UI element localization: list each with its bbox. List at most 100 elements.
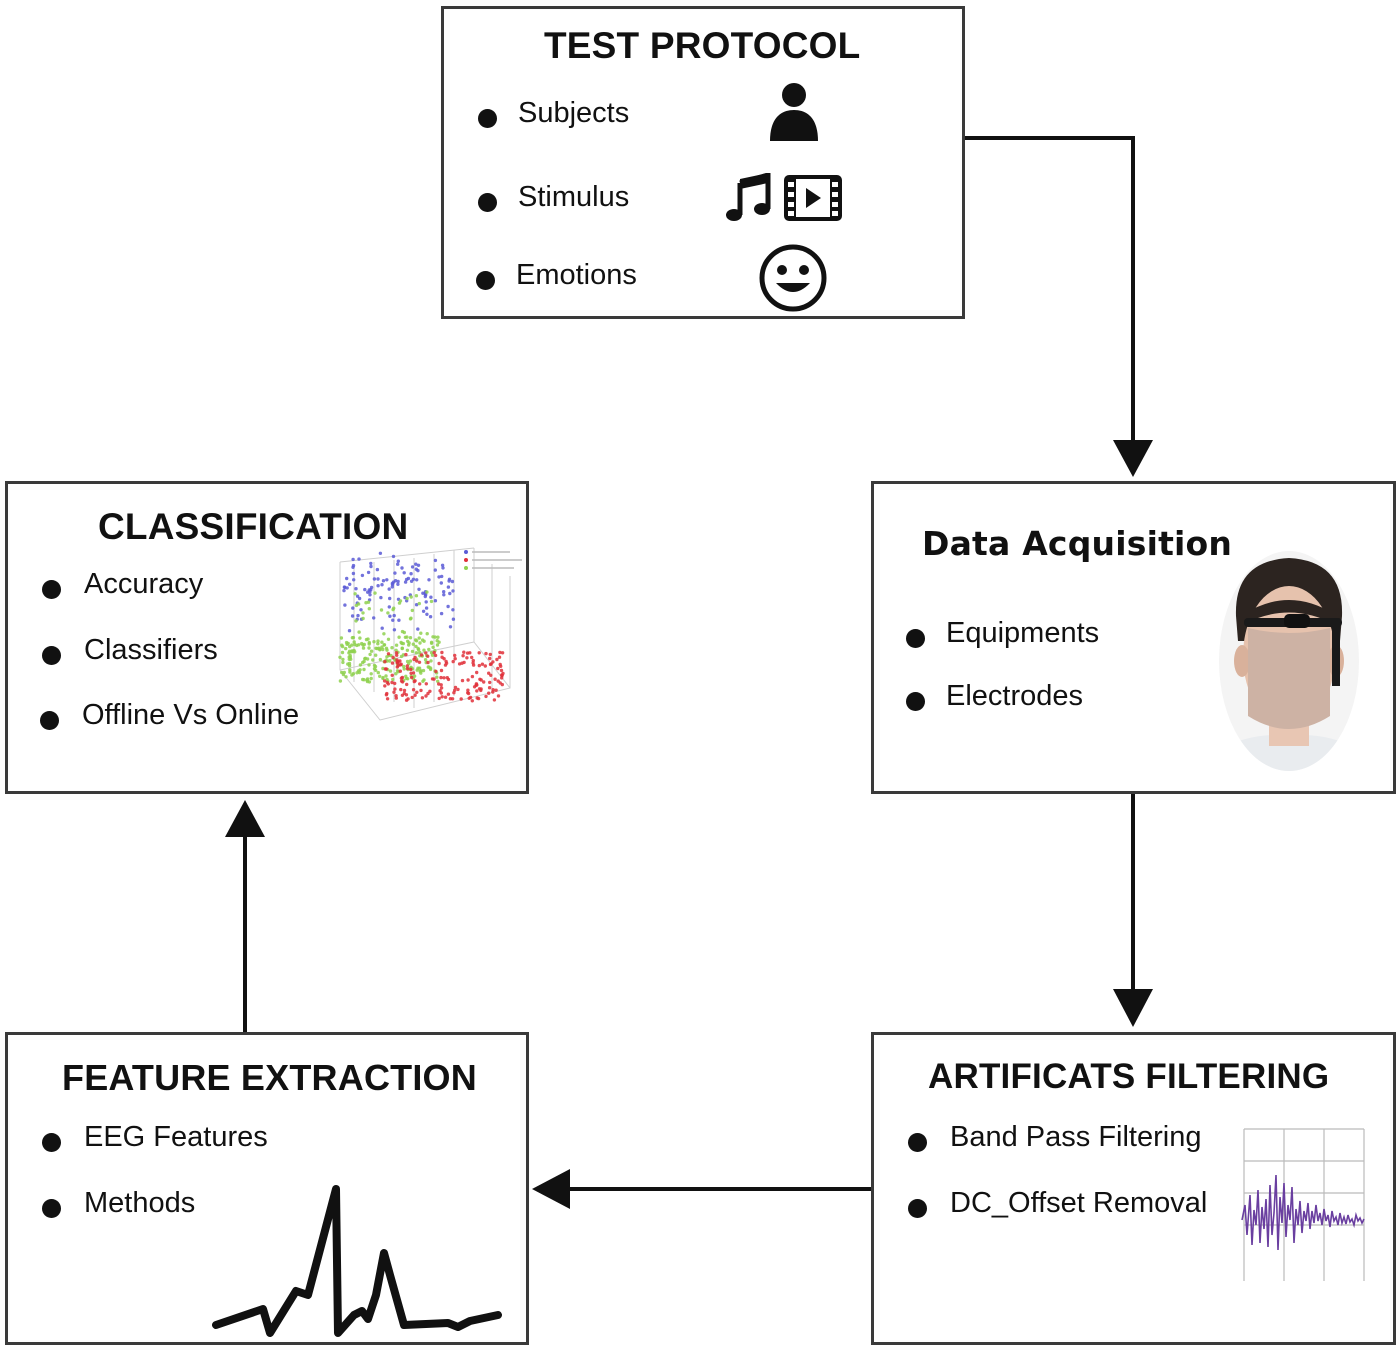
- scatter-point: [495, 657, 499, 662]
- arrowhead-down-1: [1113, 440, 1153, 477]
- scatter-point: [348, 582, 352, 586]
- scatter-point: [392, 690, 396, 694]
- item-emotions: Emotions: [516, 259, 637, 291]
- scatter-point: [390, 585, 394, 589]
- scatter-point: [341, 660, 345, 665]
- scatter-point: [439, 668, 444, 673]
- scatter-point: [376, 584, 380, 588]
- scatter-point: [477, 663, 481, 668]
- scatter-point: [406, 697, 410, 701]
- scatter-point: [361, 677, 365, 682]
- scatter-point: [414, 651, 419, 655]
- scatter-point: [471, 658, 475, 663]
- bullet: [42, 580, 61, 599]
- scatter-point: [440, 574, 444, 579]
- scatter-point: [380, 583, 384, 587]
- scatter-point: [420, 696, 425, 700]
- scatter-point: [402, 667, 406, 671]
- scatter-point: [381, 676, 385, 681]
- scatter-point: [417, 587, 421, 591]
- scatter-point: [437, 696, 441, 701]
- scatter-point: [338, 655, 342, 659]
- scatter-point: [386, 682, 390, 686]
- scatter-point: [341, 657, 345, 662]
- scatter-point: [451, 608, 455, 612]
- scatter-point: [422, 648, 426, 652]
- scatter-point: [499, 668, 504, 673]
- scatter-point: [429, 595, 433, 599]
- bullet: [908, 1133, 927, 1152]
- scatter-point: [498, 662, 502, 667]
- scatter-point: [433, 568, 437, 572]
- data-acquisition-title: Data Acquisition: [922, 524, 1233, 563]
- scatter-point: [355, 594, 360, 598]
- scatter-point: [357, 630, 361, 634]
- scatter-point: [352, 640, 356, 644]
- scatter-point: [390, 680, 394, 685]
- scatter-point: [386, 611, 390, 615]
- scatter-point: [451, 659, 455, 664]
- scatter-point: [435, 643, 440, 647]
- scatter-point: [363, 587, 367, 592]
- scatter-point: [358, 663, 363, 667]
- scatter-point: [422, 678, 426, 682]
- scatter-point: [388, 614, 392, 618]
- scatter-point: [357, 557, 361, 561]
- eeg-headset-photo: [1219, 551, 1359, 771]
- scatter-point: [470, 655, 474, 660]
- scatter-point: [436, 635, 440, 639]
- scatter-point: [369, 564, 373, 569]
- film-icon: [784, 175, 842, 221]
- scatter-point: [475, 670, 479, 675]
- scatter-point: [411, 671, 416, 675]
- scatter-point: [396, 582, 400, 586]
- data-acquisition-box: Data Acquisition Equipments Electrodes: [871, 481, 1396, 794]
- scatter-point: [417, 666, 422, 670]
- scatter-point: [418, 650, 422, 655]
- scatter-point: [381, 579, 386, 583]
- scatter-point: [427, 647, 431, 652]
- scatter-point: [366, 637, 370, 641]
- scatter-point: [500, 651, 505, 655]
- scatter-point: [360, 573, 365, 578]
- item-classifiers: Classifiers: [84, 634, 218, 666]
- scatter-point: [453, 688, 457, 692]
- scatter-point: [440, 695, 444, 699]
- scatter-point: [466, 678, 470, 682]
- scatter-point: [496, 694, 501, 698]
- scatter-point: [384, 674, 388, 678]
- scatter-point: [351, 571, 356, 576]
- bullet: [42, 1199, 61, 1218]
- scatter-point: [414, 644, 418, 649]
- scatter-point: [365, 657, 370, 661]
- scatter-point: [341, 672, 346, 677]
- scatter-point: [421, 591, 425, 595]
- scatter-point: [416, 563, 421, 567]
- arrow-protocol-to-acquisition: [964, 136, 1135, 442]
- scatter-point: [413, 679, 417, 683]
- scatter-point: [344, 646, 348, 651]
- scatter-point: [426, 691, 430, 696]
- scatter-point: [482, 680, 486, 684]
- scatter-point: [425, 590, 429, 594]
- classification-box: CLASSIFICATION Accuracy Classifiers Offl…: [5, 481, 529, 794]
- bullet: [478, 109, 497, 128]
- scatter-point: [406, 677, 410, 681]
- scatter-point: [376, 639, 380, 643]
- scatter-point: [436, 679, 440, 683]
- scatter-point: [450, 579, 455, 584]
- scatter-point: [408, 659, 413, 663]
- test-protocol-title: TEST PROTOCOL: [544, 25, 861, 66]
- scatter-point: [342, 588, 346, 593]
- scatter-point: [409, 595, 413, 599]
- scatter-point: [448, 625, 453, 629]
- waveform-icon: [212, 1185, 502, 1337]
- scatter-point: [347, 649, 352, 653]
- scatter-point: [373, 664, 378, 669]
- scatter-point: [360, 641, 364, 646]
- scatter-point: [440, 563, 445, 567]
- scatter-point: [487, 691, 491, 695]
- scatter-point: [393, 571, 397, 575]
- scatter-point: [433, 558, 438, 563]
- scatter-point: [367, 646, 371, 650]
